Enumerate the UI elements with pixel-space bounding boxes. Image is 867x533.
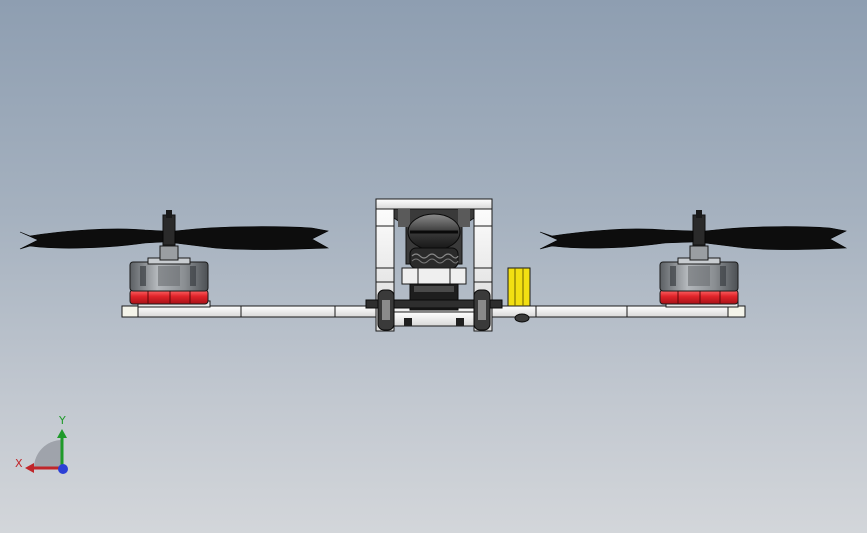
propeller-right	[539, 226, 848, 250]
motor-right	[659, 210, 739, 308]
camera-cage	[365, 198, 530, 332]
axis-x-label: X	[15, 457, 23, 470]
xt60-connector	[507, 267, 531, 307]
xyz-axis-triad-icon[interactable]	[25, 429, 68, 474]
motor-left	[129, 210, 211, 308]
propeller-left	[19, 226, 330, 250]
axis-y-label: Y	[59, 414, 66, 427]
